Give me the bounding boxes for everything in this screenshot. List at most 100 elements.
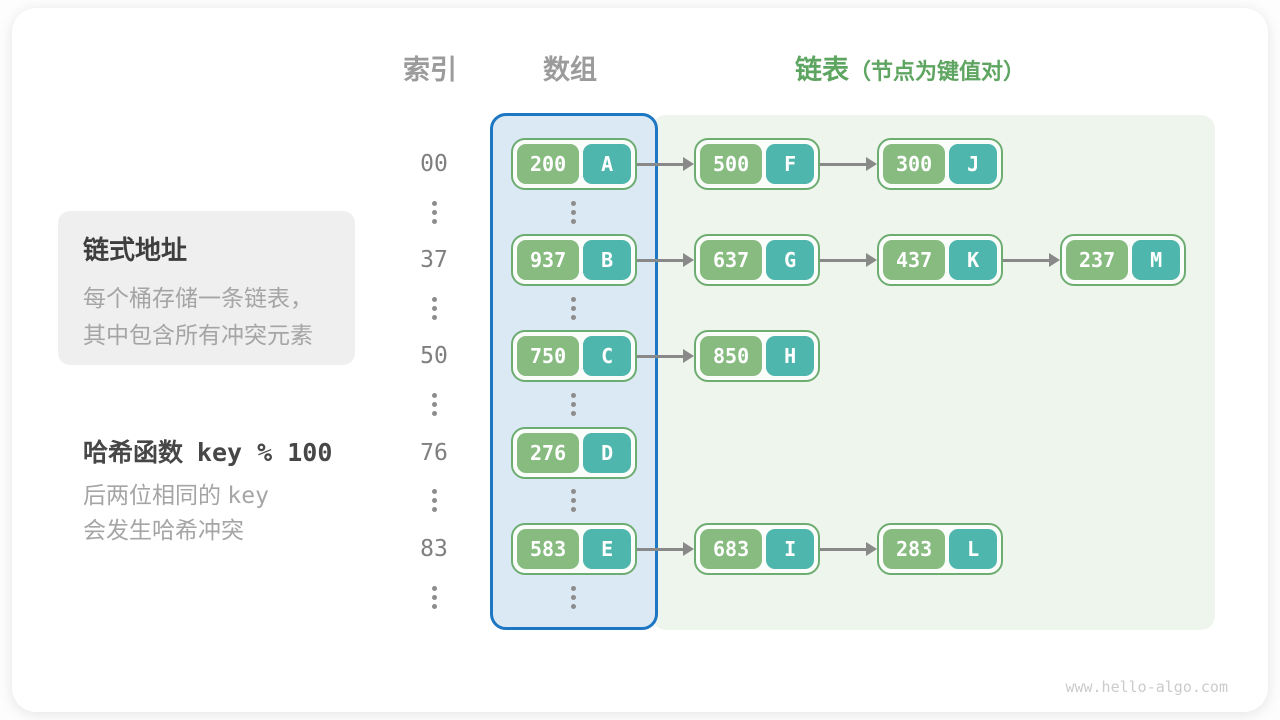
hash-formula: key % 100 (196, 438, 333, 467)
vertical-ellipsis-icon (431, 489, 437, 512)
node-key: 750 (517, 336, 580, 376)
node-key: 637 (700, 240, 763, 280)
ellipsis-dot (431, 201, 437, 206)
node-value: K (949, 240, 997, 280)
list-header-note: （节点为键值对） (849, 59, 1026, 84)
ellipsis-dot (431, 586, 437, 591)
node-value: D (583, 433, 631, 473)
list-column-header: 链表（节点为键值对） (795, 54, 1025, 86)
arrow-right-icon (1003, 234, 1060, 286)
vertical-ellipsis-icon (570, 201, 576, 224)
arrow-right-icon (637, 523, 694, 575)
arrow-right-icon (820, 523, 877, 575)
info-box-title: 链式地址 (83, 235, 188, 265)
vertical-ellipsis-icon (431, 586, 437, 609)
node-key: 237 (1066, 240, 1129, 280)
hash-note-line: 后两位相同的 key (83, 482, 269, 509)
node-key: 937 (517, 240, 580, 280)
node-key: 200 (517, 144, 580, 184)
ellipsis-dot (570, 297, 576, 302)
arrow-right-icon (637, 234, 694, 286)
ellipsis-dot (431, 507, 437, 512)
watermark: www.hello-algo.com (1065, 678, 1228, 696)
node-key: 276 (517, 433, 580, 473)
ellipsis-dot (431, 489, 437, 494)
ellipsis-dot (570, 402, 576, 407)
chaining-info-box: 链式地址 每个桶存储一条链表， 其中包含所有冲突元素 (58, 211, 355, 365)
ellipsis-dot (431, 210, 437, 215)
ellipsis-dot (431, 393, 437, 398)
ellipsis-dot (431, 402, 437, 407)
info-box-line: 每个桶存储一条链表， (83, 285, 313, 311)
bucket-index-label: 83 (420, 536, 448, 562)
hash-note-line: 会发生哈希冲突 (83, 517, 244, 543)
ellipsis-dot (570, 201, 576, 206)
ellipsis-dot (570, 604, 576, 609)
node-key: 683 (700, 529, 763, 569)
node-value: L (949, 529, 997, 569)
arrow-right-icon (637, 138, 694, 190)
vertical-ellipsis-icon (570, 489, 576, 512)
info-box-line: 其中包含所有冲突元素 (83, 322, 313, 348)
vertical-ellipsis-icon (570, 393, 576, 416)
arrow-right-icon (820, 234, 877, 286)
vertical-ellipsis-icon (570, 586, 576, 609)
vertical-ellipsis-icon (431, 393, 437, 416)
ellipsis-dot (570, 507, 576, 512)
node-value: J (949, 144, 997, 184)
index-column-header: 索引 (403, 55, 457, 85)
ellipsis-dot (431, 315, 437, 320)
ellipsis-dot (431, 219, 437, 224)
bucket-index-label: 76 (420, 440, 448, 466)
bucket-index-label: 00 (420, 151, 448, 177)
ellipsis-dot (570, 393, 576, 398)
array-column-header: 数组 (543, 55, 597, 85)
node-value: E (583, 529, 631, 569)
ellipsis-dot (431, 411, 437, 416)
hash-function-note: 哈希函数 key % 100 后两位相同的 key 会发生哈希冲突 (83, 433, 332, 547)
ellipsis-dot (570, 306, 576, 311)
node-key: 283 (883, 529, 946, 569)
vertical-ellipsis-icon (431, 297, 437, 320)
bucket-index-label: 37 (420, 247, 448, 273)
ellipsis-dot (570, 315, 576, 320)
node-value: C (583, 336, 631, 376)
node-key: 850 (700, 336, 763, 376)
node-key: 437 (883, 240, 946, 280)
vertical-ellipsis-icon (431, 201, 437, 224)
node-value: F (766, 144, 814, 184)
ellipsis-dot (431, 297, 437, 302)
bucket-index-label: 50 (420, 343, 448, 369)
ellipsis-dot (570, 595, 576, 600)
vertical-ellipsis-icon (570, 297, 576, 320)
ellipsis-dot (570, 489, 576, 494)
node-value: M (1132, 240, 1180, 280)
ellipsis-dot (431, 595, 437, 600)
node-value: H (766, 336, 814, 376)
node-key: 583 (517, 529, 580, 569)
node-key: 300 (883, 144, 946, 184)
hash-function-title: 哈希函数 key % 100 (83, 438, 333, 467)
node-value: B (583, 240, 631, 280)
node-value: G (766, 240, 814, 280)
ellipsis-dot (570, 210, 576, 215)
ellipsis-dot (570, 219, 576, 224)
ellipsis-dot (431, 306, 437, 311)
